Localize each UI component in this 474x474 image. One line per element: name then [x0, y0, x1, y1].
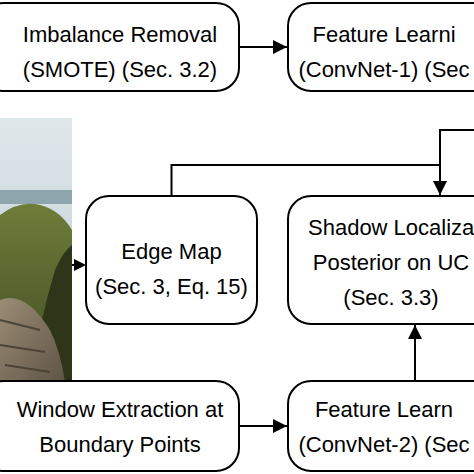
- flow-arrow: [414, 325, 416, 380]
- text-area: Imbalance Removal(SMOTE) (Sec. 3.2): [0, 17, 240, 87]
- text-area: Feature Learni(ConvNet-1) (Sec: [296, 17, 472, 87]
- process-box: Imbalance Removal(SMOTE) (Sec. 3.2): [0, 2, 240, 92]
- flow-arrow: [172, 165, 441, 195]
- text-area: Feature Learn(ConvNet-2) (Sec: [296, 392, 472, 462]
- process-box: Feature Learn(ConvNet-2) (Sec: [287, 380, 474, 472]
- box-label: Feature Learni: [296, 17, 472, 52]
- box-label: (ConvNet-1) (Sec: [296, 52, 472, 87]
- process-box: Window Extraction atBoundary Points: [0, 380, 240, 472]
- flow-arrow: [240, 425, 287, 427]
- process-box: Shadow LocalizaPosterior on UC(Sec. 3.3): [287, 195, 474, 325]
- box-label: Window Extraction at: [0, 392, 240, 427]
- offframe-wire: [440, 130, 474, 165]
- text-area: Shadow LocalizaPosterior on UC(Sec. 3.3): [308, 210, 474, 315]
- flow-arrow: [240, 46, 287, 48]
- text-area: Edge Map(Sec. 3, Eq. 15): [85, 234, 258, 304]
- text-area: Window Extraction atBoundary Points: [0, 392, 240, 462]
- box-label: (ConvNet-2) (Sec: [296, 427, 472, 462]
- box-label: Feature Learn: [296, 392, 472, 427]
- process-box: Edge Map(Sec. 3, Eq. 15): [85, 195, 258, 325]
- box-label: (Sec. 3.3): [308, 280, 474, 315]
- box-label: (Sec. 3, Eq. 15): [85, 269, 258, 304]
- process-box: Feature Learni(ConvNet-1) (Sec: [287, 2, 474, 92]
- box-label: (SMOTE) (Sec. 3.2): [0, 52, 240, 87]
- box-label: Imbalance Removal: [0, 17, 240, 52]
- box-label: Posterior on UC: [308, 245, 474, 280]
- box-label: Shadow Localiza: [308, 210, 474, 245]
- box-label: Edge Map: [85, 234, 258, 269]
- landscape-photo: [0, 118, 72, 382]
- box-label: Boundary Points: [0, 427, 240, 462]
